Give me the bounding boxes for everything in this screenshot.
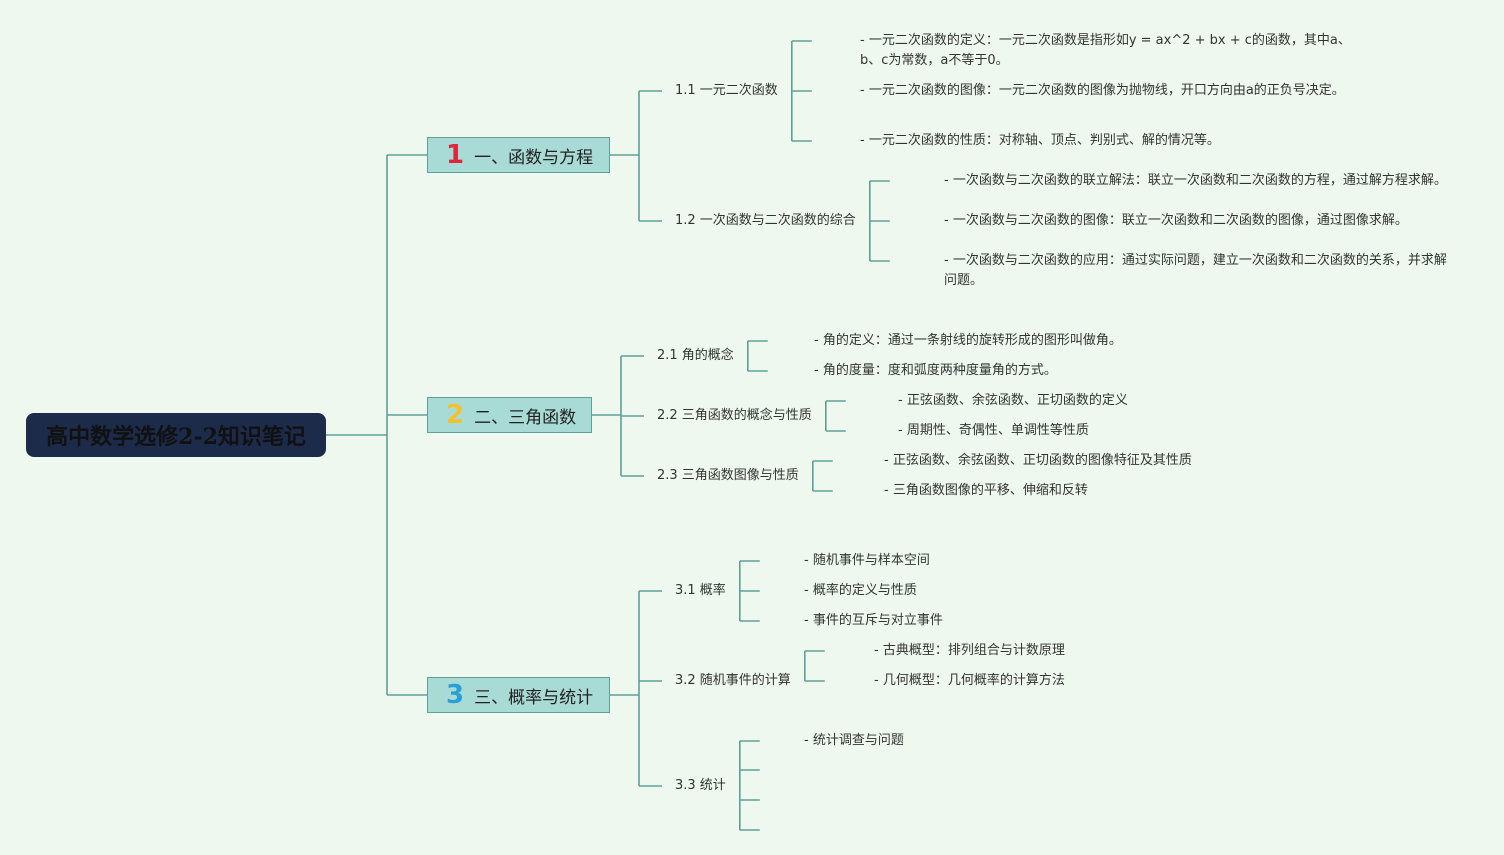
topic-number-badge: 3 [446,680,465,710]
leaf-item[interactable]: - 三角函数图像的平移、伸缩和反转 [884,483,1088,498]
topic-label: 一、函数与方程 [474,147,594,168]
leaf-item[interactable]: - 事件的互斥与对立事件 [804,613,943,628]
leaf-item[interactable]: - 角的定义：通过一条射线的旋转形成的图形叫做角。 [814,333,1122,348]
leaf-item[interactable]: - 随机事件与样本空间 [804,553,930,568]
subtopic-node[interactable]: 2.3 三角函数图像与性质 [657,468,799,483]
leaf-item[interactable]: - 一元二次函数的性质：对称轴、顶点、判别式、解的情况等。 [860,133,1220,148]
leaf-item[interactable]: - 角的度量：度和弧度两种度量角的方式。 [814,363,1057,378]
subtopic-node[interactable]: 1.1 一元二次函数 [675,83,778,98]
leaf-item[interactable]: - 概率的定义与性质 [804,583,917,598]
leaf-item[interactable]: - 正弦函数、余弦函数、正切函数的定义 [898,393,1128,408]
root-node[interactable]: 高中数学选修2-2知识笔记 [26,413,326,457]
subtopic-node[interactable]: 2.2 三角函数的概念与性质 [657,408,812,423]
subtopic-node[interactable]: 2.1 角的概念 [657,348,734,363]
topic-number-badge: 1 [446,140,465,170]
leaf-item[interactable]: - 几何概型：几何概率的计算方法 [874,673,1065,688]
subtopic-node[interactable]: 3.3 统计 [675,778,726,793]
leaf-item[interactable]: - 一元二次函数的定义：一元二次函数是指形如y = ax^2 + bx + c的… [860,33,1351,68]
topic-node-1[interactable]: 1 一、函数与方程 [427,137,610,173]
topic-number-badge: 2 [446,400,465,430]
leaf-item[interactable]: - 一次函数与二次函数的联立解法：联立一次函数和二次函数的方程，通过解方程求解。 [944,173,1447,188]
leaf-item[interactable]: - 一次函数与二次函数的应用：通过实际问题，建立一次函数和二次函数的关系，并求解… [944,253,1447,288]
leaf-item[interactable]: - 一次函数与二次函数的图像：联立一次函数和二次函数的图像，通过图像求解。 [944,213,1408,228]
topic-label: 三、概率与统计 [474,687,594,708]
subtopic-node[interactable]: 3.2 随机事件的计算 [675,673,791,688]
leaf-item[interactable]: - 一元二次函数的图像：一元二次函数的图像为抛物线，开口方向由a的正负号决定。 [860,83,1345,98]
topic-node-3[interactable]: 3 三、概率与统计 [427,677,610,713]
leaf-item[interactable]: - 正弦函数、余弦函数、正切函数的图像特征及其性质 [884,453,1192,468]
topic-label: 二、三角函数 [474,407,577,428]
leaf-item[interactable]: - 统计调查与问题 [804,733,904,748]
topic-node-2[interactable]: 2 二、三角函数 [427,397,592,433]
leaf-item[interactable]: - 周期性、奇偶性、单调性等性质 [898,423,1089,438]
subtopic-node[interactable]: 3.1 概率 [675,583,726,598]
leaf-item[interactable]: - 古典概型：排列组合与计数原理 [874,643,1065,658]
subtopic-node[interactable]: 1.2 一次函数与二次函数的综合 [675,213,856,228]
